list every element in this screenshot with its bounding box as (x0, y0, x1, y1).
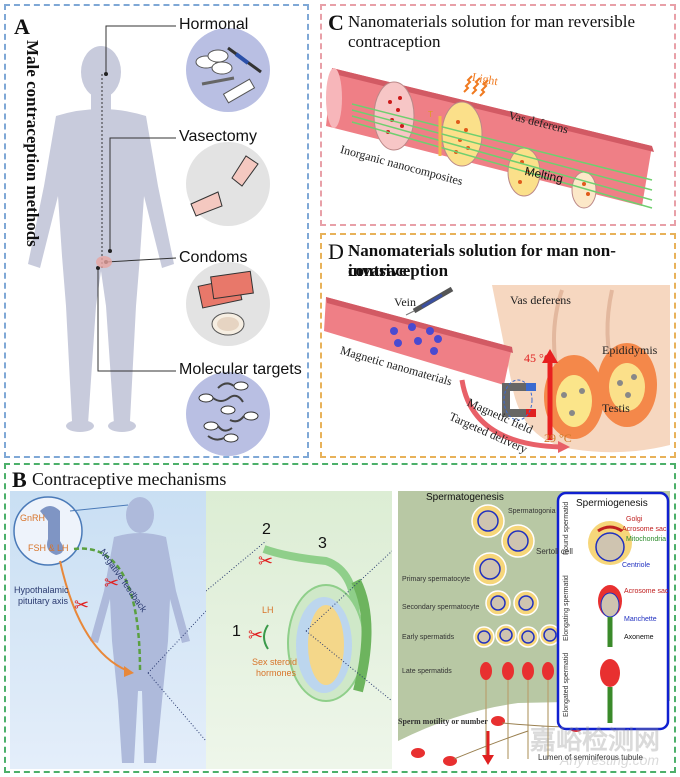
small-plug (571, 171, 597, 209)
light-beams (351, 103, 653, 209)
scissors-icon: ✂ (104, 573, 119, 593)
vas-deferens-label: Vas deferens (510, 293, 571, 307)
stage-label: Primary spermatocyte (402, 576, 471, 583)
scissors-icon: ✂ (74, 595, 89, 615)
epididymis-label: Epididymis (602, 343, 658, 357)
stage-label-elongating: Elongating spermatid (563, 575, 570, 641)
panel-a-title: Male contraception methods (23, 40, 42, 247)
panel-b: B Contraceptive mechanisms ✂ ✂ GnRH FSH … (4, 463, 676, 773)
panel-c-letter: C (328, 10, 344, 35)
method-label-hormonal: Hormonal (179, 16, 249, 33)
temperature-symbol: T (428, 110, 433, 119)
temperature-low-label: 29 °C (544, 431, 572, 445)
nanocomposite-plug (373, 81, 415, 151)
part-label-mitochondria: Mitochondria (626, 536, 667, 543)
targeted-delivery-arrow (459, 379, 563, 450)
axis-label-line2: pituitary axis (18, 596, 69, 606)
method-label-condoms: Condoms (179, 249, 248, 266)
sex-steroid-label-line2: hormones (256, 668, 297, 678)
spermatogenesis-title: Spermatogenesis (426, 492, 504, 503)
scissors-icon: ✂ (248, 625, 263, 645)
panel-d-title-line1: Nanomaterials solution for man non-invas… (348, 241, 616, 280)
testis-subpanel: ✂ ✂ 2 3 1 LH Sex steroid hormones (206, 491, 392, 769)
light-icon (463, 75, 489, 97)
stage-label: Spermatogonia (508, 508, 556, 515)
light-label: Light (470, 69, 500, 89)
panel-b-title: Contraceptive mechanisms (32, 469, 227, 489)
part-label-manchette: Manchette (624, 616, 657, 623)
negative-feedback-arrow (73, 547, 142, 672)
syringe-icon (405, 286, 454, 316)
watermark-en: AnyTesting.com (560, 752, 660, 768)
hormonal-icon (186, 28, 270, 112)
panel-c: C Nanomaterials solution for man reversi… (320, 4, 676, 226)
body-silhouette-illustration (28, 25, 270, 456)
testis-label: Testis (602, 401, 630, 415)
method-label-molecular-targets: Molecular targets (179, 361, 302, 378)
panel-c-title-line2: contraception (348, 32, 441, 51)
panel-b-letter: B (12, 467, 27, 492)
panel-a: A Male contraception methods Hormonal Va… (4, 4, 309, 458)
gnrh-label: GnRH (20, 513, 46, 523)
mechanism-number-1: 1 (232, 623, 241, 640)
scissors-icon: ✂ (258, 551, 273, 571)
axis-label-line1: Hypothalamic (14, 585, 69, 595)
part-label-centriole: Centriole (622, 562, 651, 569)
part-label-acrosome-sac: Acrosome sac (624, 588, 669, 595)
stage-label: Secondary spermatocyte (402, 604, 480, 611)
molecular-targets-icon (186, 372, 270, 456)
stage-label: Late spermatids (402, 668, 452, 675)
vein-label: Vein (394, 295, 416, 309)
lumen-label: Lumen of seminiferous tubule (538, 753, 643, 762)
panel-d-letter: D (328, 239, 344, 264)
vas-deferens-light-illustration (326, 68, 654, 209)
part-label-axoneme: Axoneme (624, 634, 654, 641)
spermiogenesis-title: Spermiogenesis (576, 498, 648, 509)
panel-d-title-line2: contraception (348, 261, 449, 280)
hpa-axis-arrow (59, 560, 129, 672)
condoms-icon (186, 262, 270, 346)
sperm-motility-label: Sperm motility or number (398, 717, 488, 726)
epididymis (351, 578, 372, 693)
stage-label-round: Round spermatid (563, 501, 570, 555)
sex-steroid-label-line1: Sex steroid (252, 657, 298, 667)
stage-label-elongated: Elongated spermatid (563, 652, 570, 717)
vas-deferens-tube (262, 545, 360, 622)
panel-d: D Nanomaterials solution for man non-inv… (320, 233, 676, 458)
vasectomy-icon (186, 142, 270, 226)
lh-label: LH (262, 605, 274, 615)
spermatogenesis-subpanel: Spermatogenesis Spermatogonia Primary sp… (398, 491, 670, 769)
magnetic-nanoparticles (390, 323, 442, 355)
method-label-vasectomy: Vasectomy (179, 128, 257, 145)
part-label-golgi: Golgi (626, 516, 643, 523)
heated-plug (441, 101, 483, 167)
body-silhouette (90, 497, 190, 763)
watermark-cn: 嘉峪检测网 (530, 725, 661, 755)
temperature-high-label: 45 °C (524, 351, 552, 365)
hpg-axis-subpanel: ✂ ✂ GnRH FSH & LH Hypothalamic pituitary… (10, 491, 206, 769)
panel-a-letter: A (14, 14, 30, 39)
magnet-icon (502, 379, 536, 421)
panel-c-title-line1: Nanomaterials solution for man reversibl… (348, 12, 636, 31)
human-silhouette (28, 46, 174, 432)
sertoli-cell-label: Sertoli cell (536, 547, 573, 556)
mechanism-number-2: 2 (262, 521, 271, 538)
stage-label: Early spermatids (402, 634, 455, 641)
magnetic-delivery-illustration (324, 285, 670, 453)
late-spermatids (480, 662, 554, 759)
fsh-lh-label: FSH & LH (28, 543, 69, 553)
mechanism-number-3: 3 (318, 535, 327, 552)
part-label-acrosome: Acrosome sac (622, 526, 667, 533)
